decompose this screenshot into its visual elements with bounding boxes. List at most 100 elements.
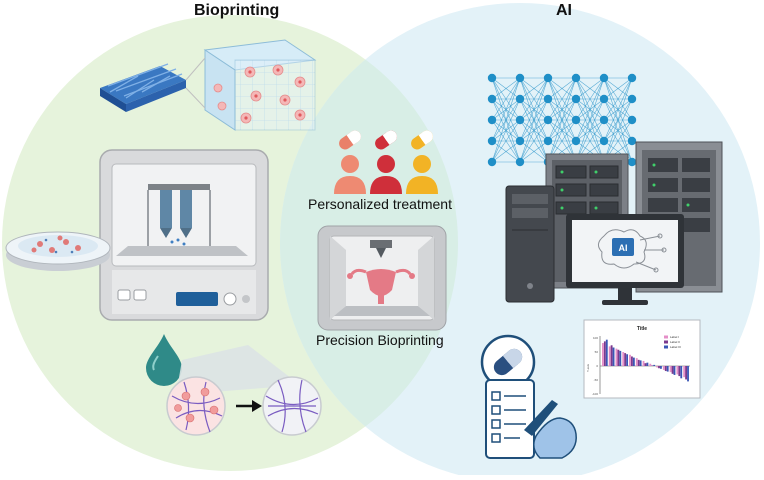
chart-bar [685,366,688,380]
chart-bar [631,356,633,366]
chart-bar [608,346,611,366]
computer-tower-icon [505,185,555,303]
network-node [627,73,637,83]
chart-bar [642,360,645,366]
chart-bar [660,366,662,369]
precision-bioprinting-label: Precision Bioprinting [316,332,444,348]
chart-bar [671,366,674,374]
chart-bar [680,366,683,379]
legend-swatch [664,340,668,344]
chart-bar [605,339,608,366]
chart-bar [626,354,629,366]
chart-bar [610,345,613,366]
network-node [543,73,553,83]
chart-y-tick: -50 [594,378,599,382]
chart-bar [683,366,686,378]
network-node [487,115,497,125]
uterus-model-icon [347,268,415,304]
chart-y-tick: 100 [593,336,598,340]
chart-bar [656,366,658,368]
chart-bar [644,363,647,366]
hydrogel-cube-icon [185,39,317,131]
personalized-treatment-label: Personalized treatment [308,196,452,212]
network-node [543,94,553,104]
chart-bar [678,366,681,377]
chart-bar [629,354,631,366]
chart-bar [662,366,665,370]
chart-bar [619,350,622,366]
legend-label: Label II [670,340,680,344]
network-node [515,157,525,167]
chart-bar [658,366,660,369]
network-node [627,157,637,167]
medical-record-icon [480,334,536,459]
writing-hand-icon [524,400,577,459]
network-node [487,136,497,146]
legend-swatch [664,345,668,349]
chart-bar [666,366,669,372]
chart-y-tick: 50 [595,350,599,354]
network-node [571,73,581,83]
chart-bar [651,365,654,366]
chart-bar [617,349,620,366]
bioprinting-title: Bioprinting [194,2,280,19]
chart-bar [603,341,606,366]
network-node [571,94,581,104]
network-node [571,115,581,125]
network-node [515,115,525,125]
chart-bar [639,360,642,366]
legend-label: Label III [670,345,681,349]
arrow-icon [236,400,262,412]
bioink-cells-icon [166,376,226,436]
pills-icon [339,130,433,150]
chart-bar [664,366,667,372]
chart-bar [637,359,640,366]
monitor-icon: AI [566,214,684,305]
chart-title: Title [637,326,647,332]
network-node [487,73,497,83]
network-node [543,136,553,146]
network-node [627,136,637,146]
chart-bar [669,366,672,373]
chart-bar [649,363,652,366]
legend-swatch [664,335,668,339]
network-node [515,94,525,104]
bioprinter-icon [99,149,269,321]
chart-bar [653,364,656,366]
chart-bar [622,352,625,366]
network-node [627,94,637,104]
network-node [599,115,609,125]
chart-bar [632,357,635,366]
chart-bar [624,353,627,366]
network-node [627,115,637,125]
chart-y-label: Y-axis [586,363,590,372]
crosslinked-network-icon [262,376,322,436]
neural-network-icon [487,73,637,167]
chart-bar [615,348,618,366]
chart-bar [646,362,649,366]
network-node [571,136,581,146]
chart-bar [612,347,615,366]
chart-bar [673,366,676,375]
chart-bars [602,339,689,382]
precision-bioprinter-icon [317,225,447,331]
network-node [487,94,497,104]
overlap-region [280,15,458,471]
ai-chip-label: AI [619,243,628,253]
patients-icon [334,155,438,194]
chart-y-tick: 0 [596,364,598,368]
scaffold-icon [100,63,186,112]
ai-title: AI [556,2,572,19]
chart-bar [687,366,689,382]
network-node [487,157,497,167]
network-node [599,73,609,83]
legend-label: Label I [670,335,679,339]
chart-bar [676,366,679,375]
petri-dish-icon [5,231,111,271]
network-node [543,115,553,125]
